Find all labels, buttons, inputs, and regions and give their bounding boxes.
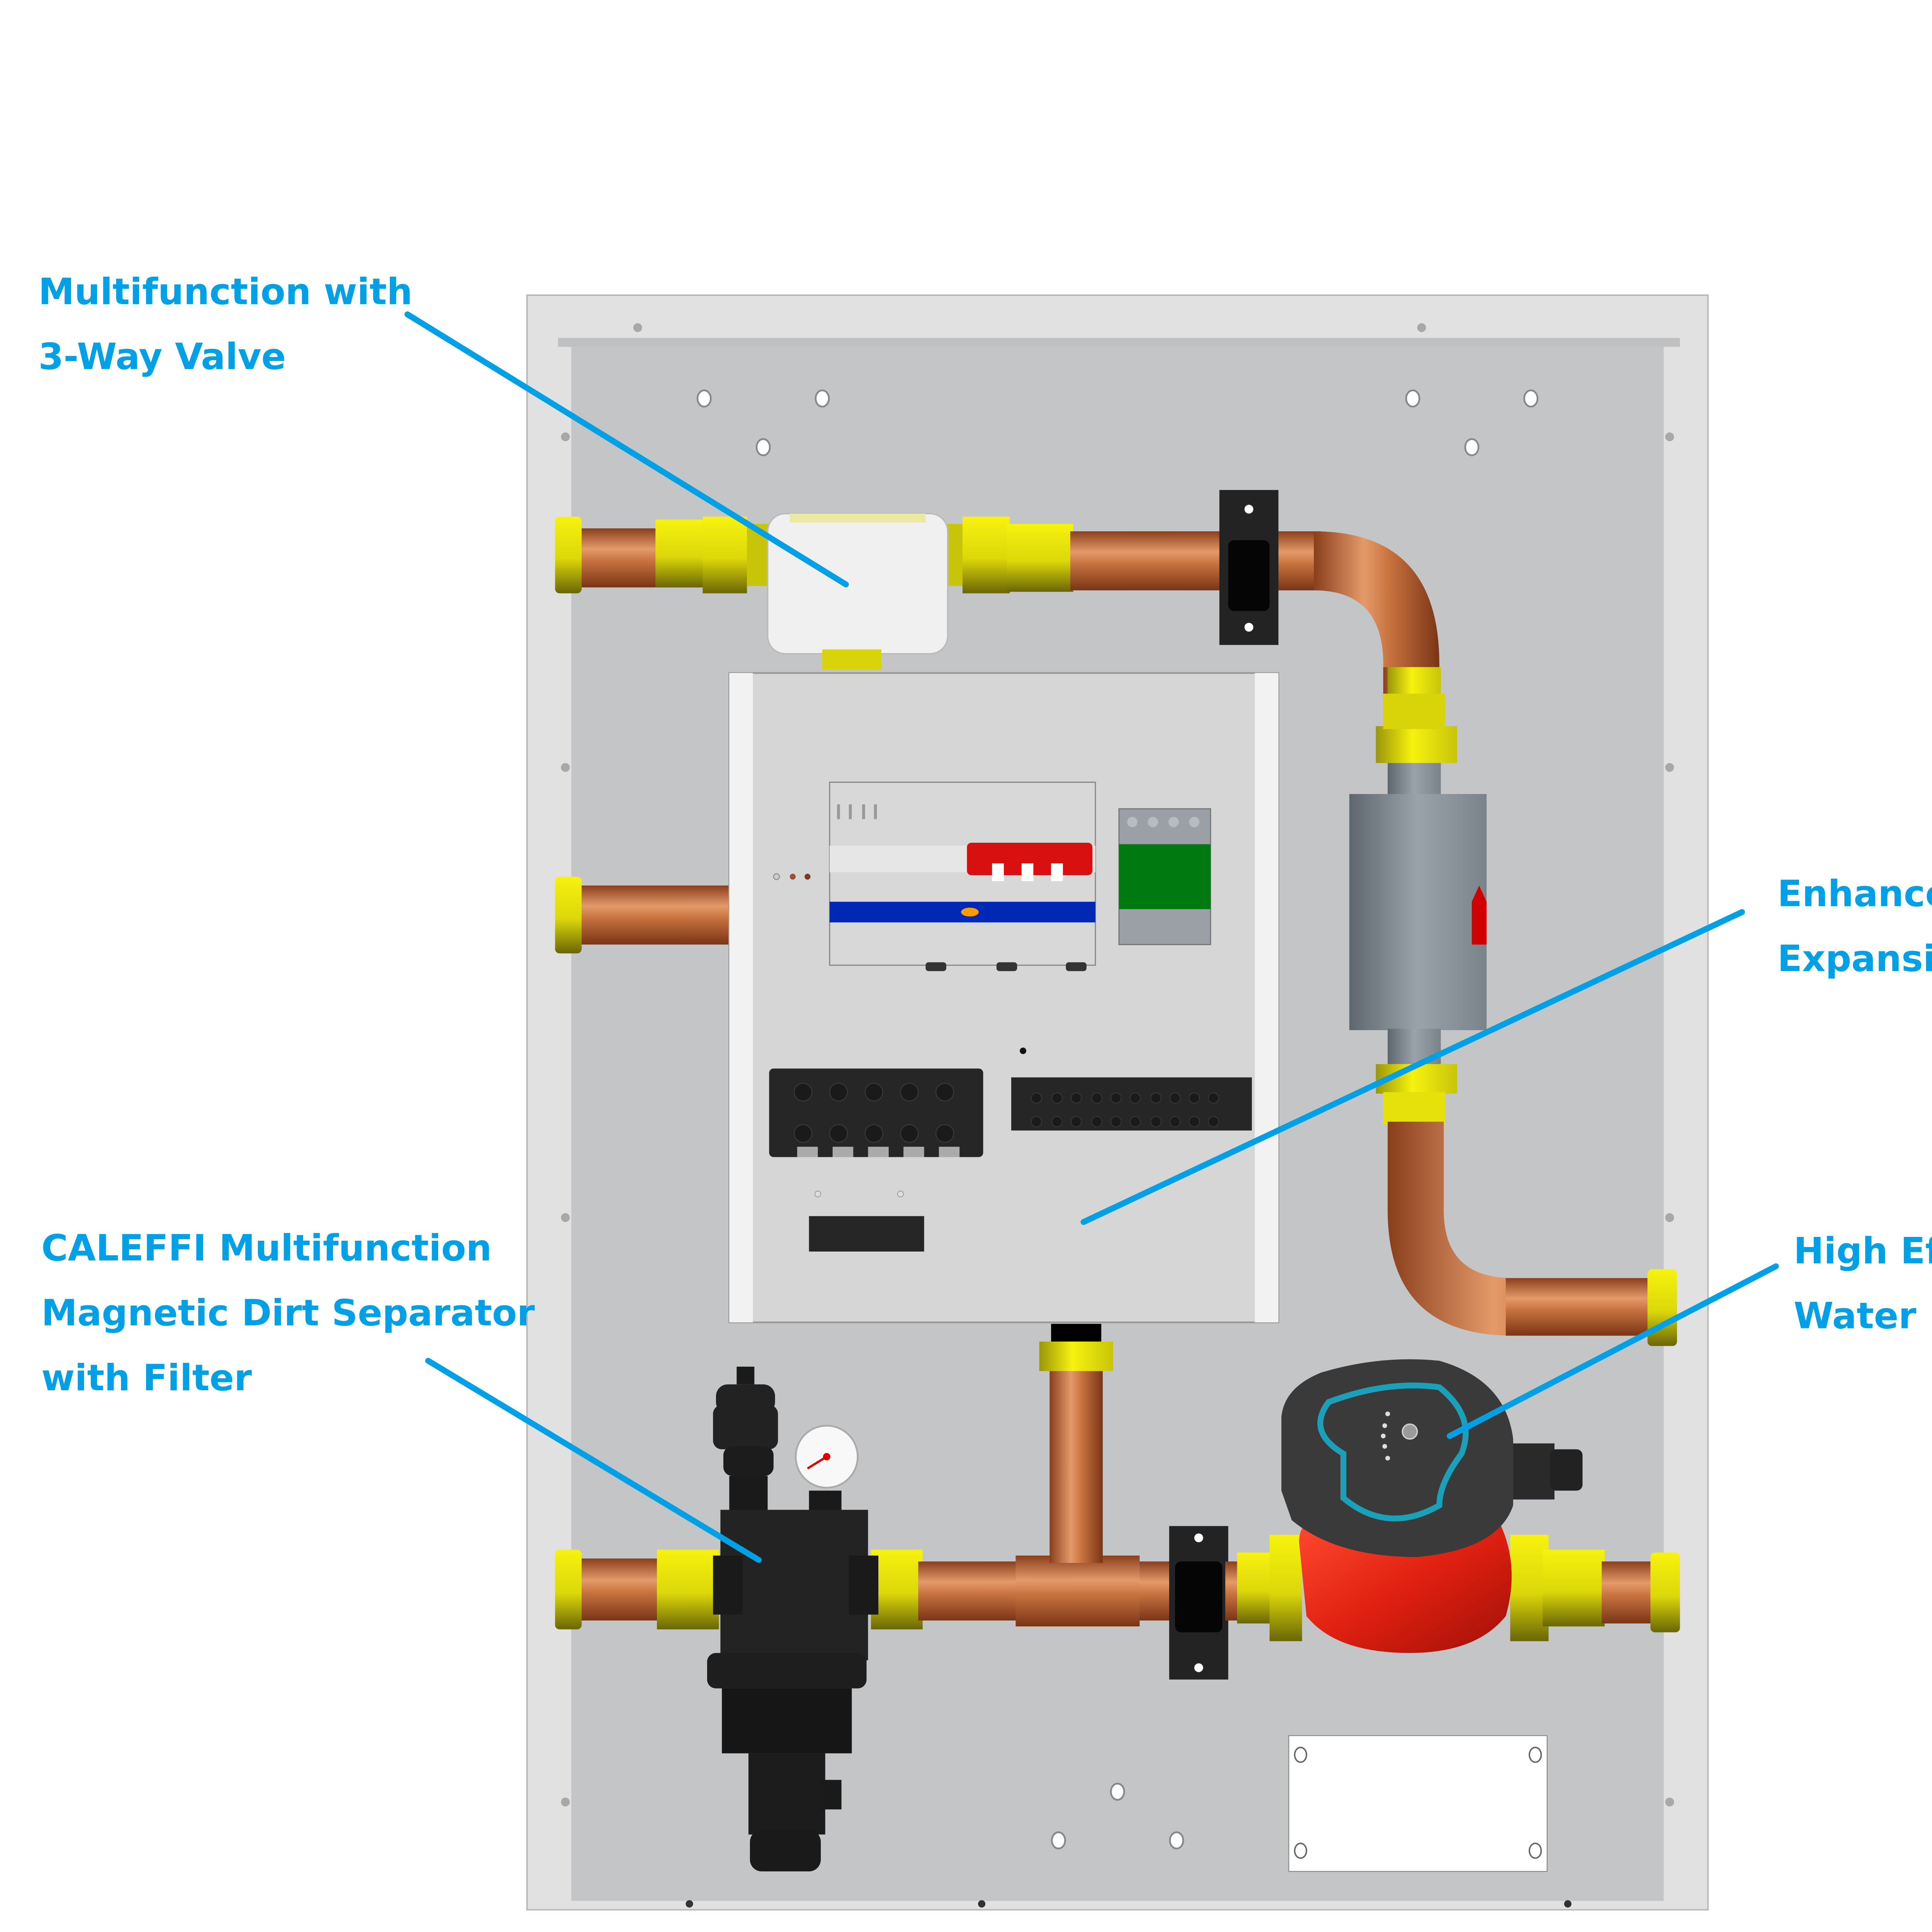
- callout-water-pump-line-1: High Efficiency Sinhoo: [1794, 1230, 1932, 1272]
- pump-accent-ring: [1317, 1383, 1469, 1522]
- leader-line-water-pump: [1447, 1263, 1779, 1439]
- dirt-separator: [707, 1366, 879, 1872]
- pump-volute: [1299, 1519, 1512, 1653]
- air-vent-cap: [736, 1366, 755, 1384]
- callout-water-pump: High Efficiency Sinhoo Water Pump: [1794, 1230, 1932, 1337]
- right-vertical-run: [1349, 667, 1677, 1346]
- callout-water-pump-line-2: Water Pump: [1794, 1295, 1932, 1337]
- copper-pipe-top: [1070, 531, 1321, 590]
- callout-expansion-tank-line-2: Expansion Tank: [1777, 938, 1932, 980]
- contactor-window: [1119, 844, 1211, 909]
- callout-dirt-separator: CALEFFI Multifunction Magnetic Dirt Sepa…: [41, 1227, 535, 1399]
- callout-expansion-tank-line-1: Enhanced Safety with: [1777, 873, 1932, 915]
- valve-bottom-thread: [822, 649, 881, 670]
- terminal-block-left: [769, 1068, 983, 1157]
- contactor: [1118, 808, 1211, 946]
- mounting-holes: [696, 389, 1539, 1850]
- pressure-gauge: [794, 1425, 859, 1489]
- rcbo-breaker: [829, 781, 1096, 971]
- brass-nut-right: [962, 516, 1010, 594]
- water-pump: [1281, 1359, 1583, 1653]
- leader-line-dirt-separator: [425, 1357, 762, 1563]
- top-pipe-run: [555, 490, 1439, 697]
- callout-expansion-tank: Enhanced Safety with Expansion Tank: [1777, 873, 1932, 980]
- leader-line-expansion-tank: [1080, 909, 1745, 1225]
- callout-three-way-valve: Multifunction with 3-Way Valve: [38, 271, 412, 378]
- terminal-block-right: [1011, 1077, 1252, 1131]
- callout-three-way-valve-line-1: Multifunction with: [38, 271, 412, 313]
- callout-dirt-separator-line-1: CALEFFI Multifunction: [41, 1227, 492, 1269]
- control-box: [728, 672, 1279, 1323]
- leader-line-three-way-valve: [404, 311, 849, 588]
- pump-cable-gland: [1513, 1443, 1554, 1500]
- bottom-pipe-run: [555, 1324, 1680, 1680]
- copper-elbow-top: [1314, 531, 1439, 672]
- brass-fitting-right: [1007, 524, 1073, 592]
- tank-indicator-arrow: [1472, 885, 1487, 945]
- expansion-tank: [1349, 794, 1487, 1031]
- pump-head: [1281, 1359, 1514, 1557]
- brass-union: [555, 516, 582, 594]
- pump-button: [1401, 1423, 1418, 1440]
- panel-top-lip: [558, 338, 1680, 347]
- callout-dirt-separator-line-3: with Filter: [41, 1357, 252, 1399]
- three-way-valve: [767, 513, 949, 670]
- small-terminal-block: [809, 1216, 924, 1252]
- rcbo-test-button: [961, 908, 979, 917]
- status-indicators: [773, 873, 811, 880]
- middle-left-pipe: [555, 876, 731, 954]
- callout-three-way-valve-line-2: 3-Way Valve: [38, 336, 286, 378]
- callout-dirt-separator-line-2: Magnetic Dirt Separator: [41, 1292, 535, 1334]
- brass-nut: [702, 516, 747, 594]
- nameplate: [1288, 1735, 1548, 1872]
